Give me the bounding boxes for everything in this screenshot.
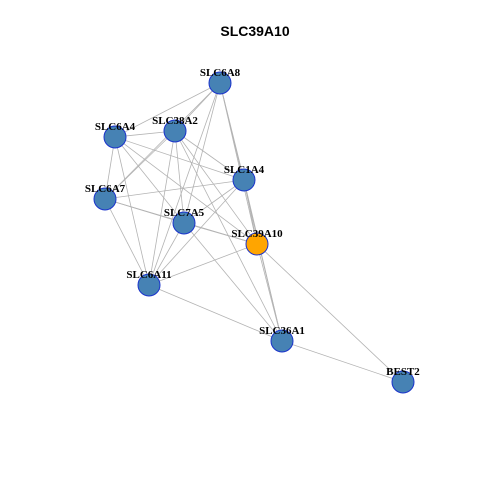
node-slc38a2 (163, 119, 187, 143)
node-label-slc39a10: SLC39A10 (231, 228, 283, 240)
node-slc36a1 (270, 329, 294, 353)
node-slc6a11 (137, 273, 161, 297)
edge-slc39a10-best2 (256, 243, 404, 383)
node-label-slc6a11: SLC6A11 (126, 269, 171, 281)
edge-slc1a4-slc7a5 (183, 179, 245, 224)
edge-slc38a2-slc6a11 (148, 130, 176, 286)
edge-slc36a1-best2 (281, 340, 404, 383)
graph-title: SLC39A10 (220, 23, 289, 39)
edge-slc7a5-slc6a11 (148, 222, 185, 286)
edge-slc7a5-slc39a10 (183, 222, 258, 245)
edge-slc38a2-slc7a5 (174, 130, 185, 224)
node-slc39a10 (245, 232, 269, 256)
node-label-slc1a4: SLC1A4 (224, 164, 265, 176)
edge-slc38a2-slc39a10 (174, 130, 258, 245)
node-slc6a4 (103, 125, 127, 149)
edge-slc38a2-slc6a7 (104, 130, 176, 200)
edge-slc6a8-slc7a5 (183, 82, 221, 224)
edge-slc1a4-slc6a11 (148, 179, 245, 286)
edge-slc6a11-slc36a1 (148, 284, 283, 342)
labels-layer: SLC6A8SLC38A2SLC6A4SLC1A4SLC6A7SLC7A5SLC… (85, 67, 420, 378)
edge-slc38a2-slc1a4 (174, 130, 245, 181)
edge-slc6a4-slc39a10 (114, 136, 258, 245)
node-slc1a4 (232, 168, 256, 192)
node-best2 (391, 370, 415, 394)
node-label-slc7a5: SLC7A5 (164, 207, 205, 219)
edge-slc1a4-slc36a1 (243, 179, 283, 342)
edge-slc6a8-slc6a7 (104, 82, 221, 200)
node-label-best2: BEST2 (386, 366, 420, 378)
edge-slc6a4-slc6a11 (114, 136, 150, 286)
node-slc6a8 (208, 71, 232, 95)
node-label-slc6a4: SLC6A4 (95, 121, 136, 133)
node-label-slc38a2: SLC38A2 (152, 115, 198, 127)
nodes-layer (93, 71, 415, 394)
edge-slc7a5-slc36a1 (183, 222, 283, 342)
node-label-slc6a7: SLC6A7 (85, 183, 126, 195)
edge-slc39a10-slc36a1 (256, 243, 283, 342)
edge-slc1a4-slc6a7 (104, 179, 245, 200)
node-label-slc6a8: SLC6A8 (200, 67, 241, 79)
edge-slc6a8-slc6a4 (114, 82, 221, 138)
node-slc6a7 (93, 187, 117, 211)
edge-slc39a10-slc6a11 (148, 243, 258, 286)
node-slc7a5 (172, 211, 196, 235)
edge-slc6a4-slc1a4 (114, 136, 245, 181)
node-label-slc36a1: SLC36A1 (259, 325, 305, 337)
edge-slc6a7-slc6a11 (104, 198, 150, 286)
edge-slc6a4-slc7a5 (114, 136, 185, 224)
edge-slc6a8-slc6a11 (148, 82, 221, 286)
